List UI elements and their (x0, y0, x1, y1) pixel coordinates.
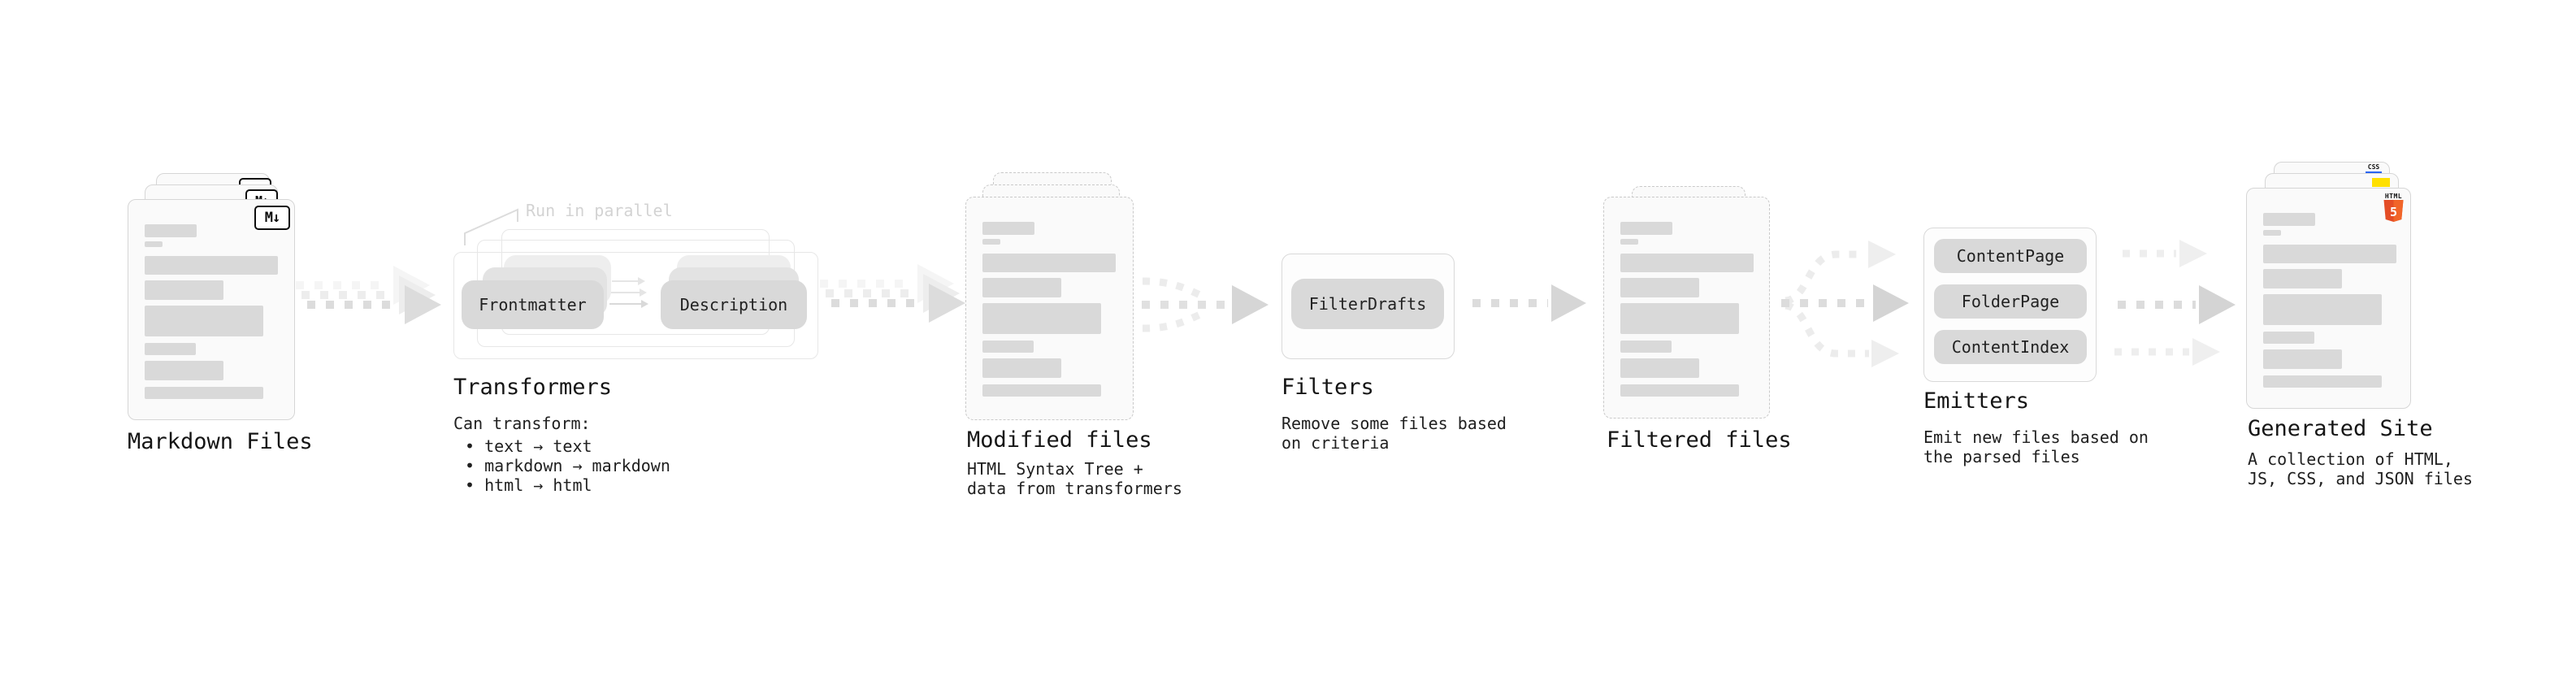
doc-text-line (982, 340, 1034, 353)
doc-text-line (1620, 254, 1754, 272)
html5-icon: HTML 5 (2383, 193, 2405, 222)
modified-files-label: Modified files (967, 427, 1152, 453)
emitters-label: Emitters (1923, 388, 2030, 414)
css-icon-bar (2366, 171, 2382, 174)
doc-text-line (2263, 294, 2382, 325)
filters-desc: Remove some files based on criteria (1281, 414, 1507, 453)
modified-files-desc: HTML Syntax Tree + data from transformer… (967, 459, 1182, 498)
transformers-desc-title: Can transform: (453, 414, 591, 433)
arrow-filters-to-filtered (1472, 284, 1586, 322)
filterdrafts-pill: FilterDrafts (1291, 279, 1444, 329)
doc-text-line (1620, 358, 1699, 378)
doc-text-line (2263, 245, 2396, 263)
transformers-bullet: • text → text (465, 436, 592, 456)
doc-text-line (1620, 340, 1672, 353)
generated-site-desc: A collection of HTML, JS, CSS, and JSON … (2248, 449, 2473, 488)
doc-text-line (982, 303, 1101, 334)
doc-text-line (2263, 332, 2314, 344)
folderpage-pill: FolderPage (1934, 284, 2087, 319)
doc-text-line (1620, 303, 1739, 334)
transformers-bullet: • html → html (465, 475, 592, 495)
doc-text-line (145, 280, 223, 300)
doc-text-line (145, 224, 197, 237)
doc-text-line (982, 278, 1061, 297)
arrow-emitters-to-generated (2114, 240, 2236, 366)
doc-text-line (145, 387, 263, 399)
css-icon: CSS (2365, 164, 2383, 174)
markdown-page-front (128, 199, 295, 420)
doc-text-line (1620, 239, 1638, 245)
js-icon (2372, 178, 2390, 187)
doc-text-line (982, 239, 1000, 245)
doc-text-line (1620, 222, 1672, 235)
doc-text-line (145, 256, 278, 275)
doc-text-line (982, 384, 1101, 397)
arrow-markdown-to-transformers (296, 266, 441, 324)
generated-site-label: Generated Site (2248, 416, 2433, 441)
doc-text-line (982, 222, 1034, 235)
run-in-parallel-note: Run in parallel (526, 201, 673, 220)
html5-icon-text: HTML (2384, 193, 2403, 200)
filtered-files-label: Filtered files (1607, 427, 1792, 453)
doc-text-line (145, 361, 223, 380)
doc-text-line (145, 241, 163, 247)
document-skeleton (982, 222, 1116, 397)
doc-text-line (2263, 375, 2382, 388)
doc-text-line (2263, 213, 2315, 226)
doc-text-line (1620, 384, 1739, 397)
html5-icon-number: 5 (2390, 205, 2397, 219)
doc-text-line (145, 343, 196, 355)
arrow-modified-to-filters (1142, 277, 1268, 332)
filters-label: Filters (1281, 375, 1374, 400)
filtered-page-front (1603, 197, 1770, 419)
doc-text-line (2263, 349, 2342, 369)
doc-text-line (982, 358, 1061, 378)
document-skeleton (2263, 213, 2396, 388)
doc-text-line (1620, 278, 1699, 297)
doc-text-line (982, 254, 1116, 272)
document-skeleton (145, 224, 278, 399)
frontmatter-pill: Frontmatter (462, 280, 604, 329)
description-pill: Description (661, 280, 807, 329)
arrow-filtered-to-emitters (1781, 241, 1909, 367)
transformers-bullet: • markdown → markdown (465, 456, 670, 475)
markdown-files-label: Markdown Files (128, 429, 313, 454)
doc-text-line (2263, 230, 2281, 236)
doc-text-line (145, 306, 263, 336)
markdown-icon: M↓ (254, 206, 290, 230)
generated-page-front (2246, 188, 2411, 409)
transformers-label: Transformers (453, 375, 613, 400)
emitters-desc: Emit new files based on the parsed files (1923, 427, 2149, 466)
arrow-transformers-to-modified (820, 264, 965, 323)
modified-page-front (965, 197, 1134, 420)
contentindex-pill: ContentIndex (1934, 330, 2087, 364)
doc-text-line (2263, 269, 2342, 288)
document-skeleton (1620, 222, 1754, 397)
css-icon-text: CSS (2367, 163, 2380, 171)
contentpage-pill: ContentPage (1934, 239, 2087, 273)
html5-shield: 5 (2383, 200, 2404, 222)
